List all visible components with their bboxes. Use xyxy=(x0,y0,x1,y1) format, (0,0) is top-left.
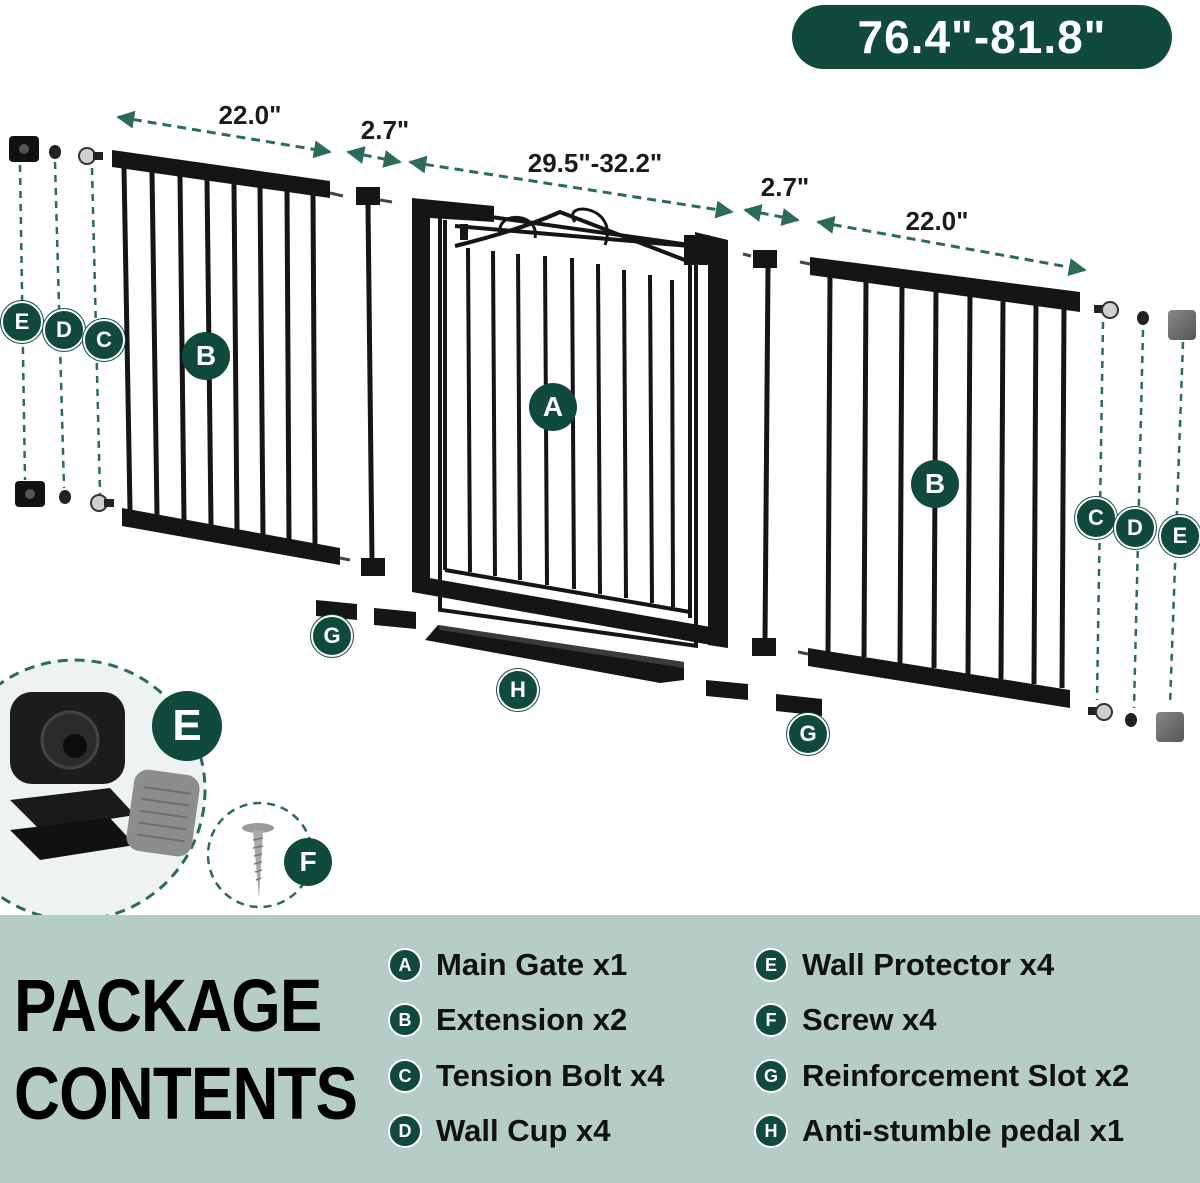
badge-a: A xyxy=(529,383,577,431)
legend-item-h: H Anti-stumble pedal x1 xyxy=(754,1111,1124,1151)
right-spacer xyxy=(742,250,777,656)
left-wall-cups xyxy=(49,145,71,504)
dimension-right-extension: 22.0" xyxy=(905,206,969,236)
package-title-line1: PACKAGE xyxy=(14,964,322,1047)
total-width-badge: 76.4"-81.8" xyxy=(792,5,1172,69)
legend-label-d: Wall Cup x4 xyxy=(436,1113,611,1148)
badge-e-detail: E xyxy=(152,691,222,761)
legend-item-a: A Main Gate x1 xyxy=(388,945,627,985)
package-contents-panel: PACKAGE CONTENTS A Main Gate x1 B Extens… xyxy=(0,915,1200,1183)
legend-badge-c: C xyxy=(388,1059,422,1093)
dimension-left-spacer: 2.7" xyxy=(360,115,410,145)
legend-label-h: Anti-stumble pedal x1 xyxy=(802,1113,1125,1148)
right-extension-panel xyxy=(797,257,1080,708)
left-tension-bolts xyxy=(78,147,114,512)
gate-diagram: 76.4"-81.8" 22.0" 2.7" 29.5"-32.2" 2.7" … xyxy=(0,5,1200,922)
left-spacer xyxy=(356,187,393,576)
legend-badge-b: B xyxy=(388,1003,422,1037)
legend-item-b: B Extension x2 xyxy=(388,1000,627,1040)
right-wall-protectors xyxy=(1156,310,1196,742)
badge-h: H xyxy=(497,669,539,711)
left-wall-protectors xyxy=(9,136,45,507)
legend-badge-e: E xyxy=(754,948,788,982)
legend-label-f: Screw x4 xyxy=(802,1002,937,1037)
badge-f-detail: F xyxy=(284,838,332,886)
legend-item-d: D Wall Cup x4 xyxy=(388,1111,611,1151)
legend-item-c: C Tension Bolt x4 xyxy=(388,1056,665,1096)
right-tension-bolts xyxy=(1088,301,1119,721)
dimension-left-extension: 22.0" xyxy=(218,100,282,130)
dimension-right-spacer: 2.7" xyxy=(760,172,810,202)
badge-e-left: E xyxy=(1,301,43,343)
legend-item-g: G Reinforcement Slot x2 xyxy=(754,1056,1129,1096)
badge-c-right: C xyxy=(1075,497,1117,539)
dimension-lines xyxy=(116,110,1087,276)
left-extension-panel xyxy=(112,150,351,565)
badge-c-left: C xyxy=(83,319,125,361)
legend-item-e: E Wall Protector x4 xyxy=(754,945,1054,985)
legend-label-c: Tension Bolt x4 xyxy=(436,1058,665,1093)
legend-label-g: Reinforcement Slot x2 xyxy=(802,1058,1130,1093)
badge-g-right: G xyxy=(787,713,829,755)
dimension-main-gate: 29.5"-32.2" xyxy=(527,148,663,178)
main-gate xyxy=(412,198,728,649)
legend-badge-g: G xyxy=(754,1059,788,1093)
package-title-line2: CONTENTS xyxy=(14,1052,358,1135)
legend-badge-f: F xyxy=(754,1003,788,1037)
legend-label-a: Main Gate x1 xyxy=(436,947,628,982)
legend-label-e: Wall Protector x4 xyxy=(802,947,1055,982)
badge-d-right: D xyxy=(1114,507,1156,549)
legend-item-f: F Screw x4 xyxy=(754,1000,936,1040)
badge-e-right: E xyxy=(1159,515,1200,557)
legend-badge-a: A xyxy=(388,948,422,982)
badge-g-left: G xyxy=(311,615,353,657)
right-wall-cups xyxy=(1125,311,1149,727)
anti-stumble-pedal xyxy=(425,625,684,683)
badge-b-right: B xyxy=(911,460,959,508)
legend-badge-h: H xyxy=(754,1114,788,1148)
legend-badge-d: D xyxy=(388,1114,422,1148)
gate-illustration xyxy=(0,110,1196,922)
badge-d-left: D xyxy=(43,309,85,351)
badge-b-left: B xyxy=(182,332,230,380)
legend-label-b: Extension x2 xyxy=(436,1002,628,1037)
